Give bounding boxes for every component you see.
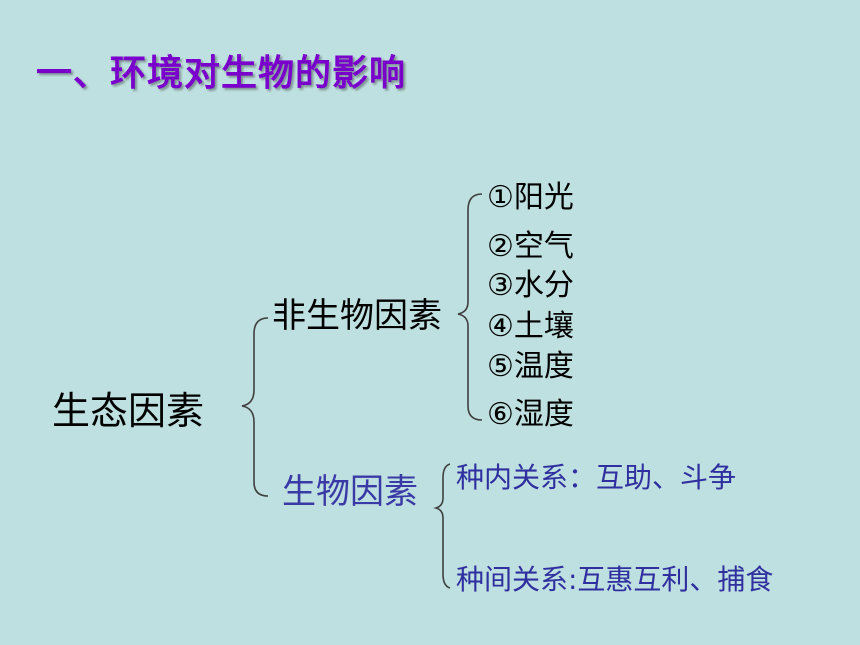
biotic-brace: [433, 463, 451, 589]
abiotic-factors-node: 非生物因素: [272, 296, 442, 336]
root-brace: [241, 317, 269, 497]
abiotic-item: ④土壤: [487, 309, 574, 344]
root-node: 生态因素: [52, 389, 205, 433]
interspecific-relation: 种间关系:互惠互利、捕食: [456, 563, 774, 596]
abiotic-item: ③水分: [487, 268, 574, 303]
intraspecific-relation: 种内关系：互助、斗争: [456, 461, 737, 494]
abiotic-item: ⑥湿度: [487, 397, 574, 432]
abiotic-brace: [457, 193, 483, 421]
abiotic-item: ②空气: [487, 229, 574, 264]
biotic-factors-node: 生物因素: [282, 472, 418, 512]
abiotic-item: ①阳光: [487, 180, 574, 215]
slide-title: 一、环境对生物的影响: [36, 53, 407, 94]
abiotic-item: ⑤温度: [487, 349, 574, 384]
